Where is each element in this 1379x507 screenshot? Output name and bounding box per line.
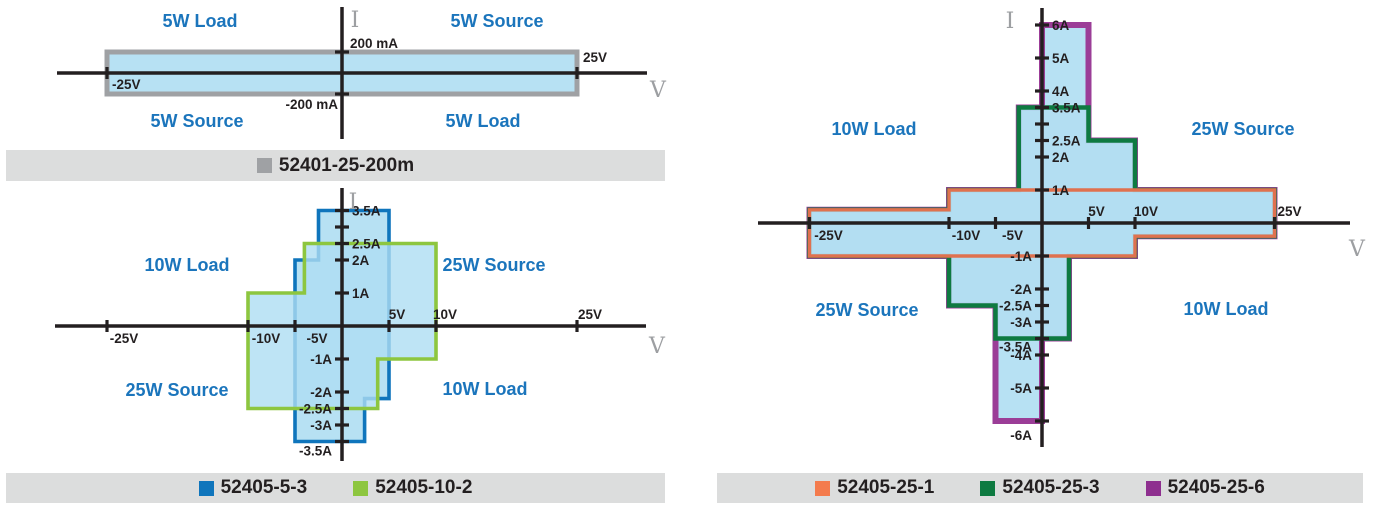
y-tick-label: 6A xyxy=(1052,18,1070,33)
y-tick-label: -3.5A xyxy=(999,340,1032,355)
legend-swatch-orange xyxy=(815,480,831,496)
quadrant-label: 10W Load xyxy=(1183,299,1268,319)
legend-label: 52405-25-3 xyxy=(1002,477,1100,498)
legend-item: 52405-25-6 xyxy=(1145,477,1265,499)
y-tick-label: 3.5A xyxy=(352,204,381,219)
quadrant-label: 5W Source xyxy=(450,11,543,31)
y-tick-label: -2A xyxy=(1010,282,1032,297)
quadrant-label: 5W Source xyxy=(150,111,243,131)
legend-item: 52401-25-200m xyxy=(256,154,415,177)
legend-item: 52405-25-3 xyxy=(980,477,1100,499)
y-tick-label: -4A xyxy=(1010,348,1032,363)
x-tick-label: -25V xyxy=(110,331,139,346)
y-tick-label: -2A xyxy=(310,385,332,400)
x-tick-label: -10V xyxy=(952,228,981,243)
x-tick-label: 10V xyxy=(433,307,457,322)
x-tick-label: 25V xyxy=(578,307,602,322)
legend-swatch-purple xyxy=(1145,480,1161,496)
legend-5v-10v-modules: 52405-5-3 52405-10-2 xyxy=(6,473,665,503)
y-tick-label: 3.5A xyxy=(1052,101,1081,116)
y-tick-label: -3.5A xyxy=(299,444,332,459)
legend-swatch-gray xyxy=(256,158,272,173)
i-axis-letter: I xyxy=(1006,9,1015,34)
quadrant-label: 10W Load xyxy=(442,379,527,399)
legend-label: 52405-25-6 xyxy=(1167,477,1265,498)
y-tick-label: -5A xyxy=(1010,381,1032,396)
x-tick-label: 25V xyxy=(1277,204,1301,219)
y-tick-label: -6A xyxy=(1010,428,1032,443)
x-tick-label: -25V xyxy=(814,228,843,243)
value-label: -25V xyxy=(112,77,141,92)
legend-25v-modules: 52405-25-1 52405-25-3 52405-25-6 xyxy=(717,473,1363,503)
legend-swatch-blue xyxy=(198,480,214,496)
legend-swatch-darkgreen xyxy=(980,480,996,496)
quadrant-label: 25W Source xyxy=(125,380,228,400)
y-tick-label: 2A xyxy=(352,253,370,268)
y-tick-label: -3A xyxy=(310,418,332,433)
i-axis-letter: I xyxy=(351,8,360,33)
y-tick-label: -1A xyxy=(1010,249,1032,264)
x-tick-label: -5V xyxy=(1002,228,1023,243)
v-axis-letter: V xyxy=(1348,237,1366,262)
quadrant-label: 10W Load xyxy=(144,255,229,275)
quadrant-label: 5W Load xyxy=(163,11,238,31)
quadrant-label: 25W Source xyxy=(442,255,545,275)
quadrant-label: 25W Source xyxy=(815,300,918,320)
x-tick-label: -10V xyxy=(252,331,281,346)
chart-5w-module: 200 mA -200 mA 25V -25V 5W Load 5W Source 5W S… xyxy=(57,7,667,139)
y-tick-label: 5A xyxy=(1052,51,1070,66)
value-label: 200 mA xyxy=(350,36,398,51)
value-label: 25V xyxy=(583,50,607,65)
y-tick-label: 1A xyxy=(1052,183,1070,198)
legend-label: 52405-10-2 xyxy=(375,477,473,498)
y-tick-label: 1A xyxy=(352,286,370,301)
y-tick-label: -2.5A xyxy=(999,299,1032,314)
legend-label: 52405-5-3 xyxy=(220,477,308,498)
quadrant-label: 10W Load xyxy=(831,119,916,139)
v-axis-letter: V xyxy=(649,78,667,103)
legend-item: 52405-5-3 xyxy=(198,477,308,499)
x-tick-label: 5V xyxy=(1088,204,1105,219)
x-tick-label: -5V xyxy=(306,331,327,346)
x-tick-label: 10V xyxy=(1134,204,1158,219)
y-tick-label: 2.5A xyxy=(1052,134,1081,149)
quadrant-label: 5W Load xyxy=(446,111,521,131)
legend-label: 52401-25-200m xyxy=(278,154,415,176)
legend-item: 52405-10-2 xyxy=(353,477,472,499)
y-tick-label: 2A xyxy=(1052,150,1070,165)
x-tick-label: 5V xyxy=(389,307,406,322)
y-tick-label: 2.5A xyxy=(352,237,381,252)
y-tick-label: -1A xyxy=(310,352,332,367)
legend-swatch-green xyxy=(353,480,369,496)
y-tick-label: -3A xyxy=(1010,315,1032,330)
legend-item: 52405-25-1 xyxy=(815,477,934,499)
quadrant-label: 25W Source xyxy=(1191,119,1294,139)
legend-5w-module: 52401-25-200m xyxy=(6,150,665,181)
y-tick-label: -2.5A xyxy=(299,402,332,417)
value-label: -200 mA xyxy=(285,97,338,112)
y-tick-label: 4A xyxy=(1052,84,1070,99)
v-axis-letter: V xyxy=(648,334,666,359)
i-axis-letter: I xyxy=(349,190,358,215)
legend-label: 52405-25-1 xyxy=(837,477,935,498)
